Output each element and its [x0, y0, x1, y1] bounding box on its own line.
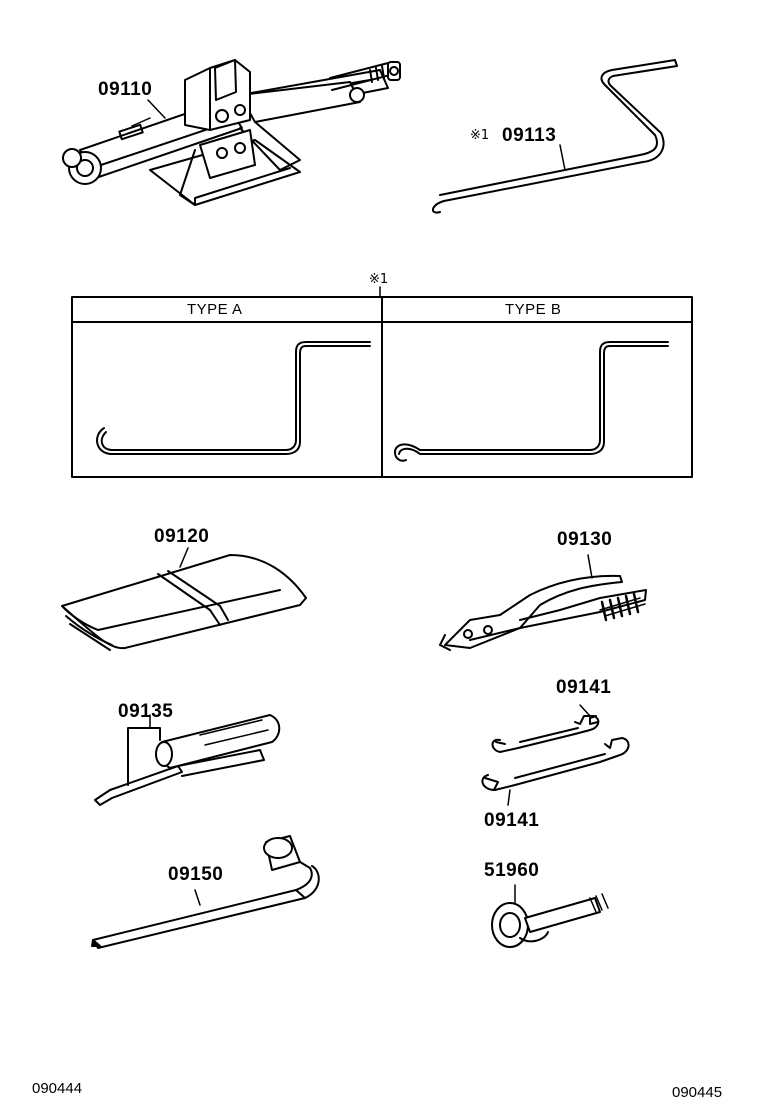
handle-type-table: [71, 286, 693, 478]
leader-09120: [179, 547, 189, 568]
leader-09110: [147, 99, 166, 119]
part-number-towing-eye: 51960: [484, 860, 540, 881]
wheel-wrench-drawing: [91, 835, 320, 949]
wrench-bottom-drawing: [481, 737, 630, 806]
ref-code-left: 090444: [32, 1080, 83, 1097]
leader-09150: [194, 889, 201, 906]
type-a-header: TYPE A: [187, 301, 243, 318]
part-number-jack: 09110: [98, 79, 153, 100]
part-number-tool-bag: 09120: [154, 526, 210, 547]
part-number-wheel-wrench: 09150: [168, 864, 224, 885]
wrench-top-drawing: [491, 704, 600, 753]
scissor-jack-drawing: [62, 59, 401, 206]
part-number-wrench-bottom: 09141: [484, 810, 540, 831]
ref-code-right: 090445: [672, 1084, 723, 1101]
note-mark-table: ※1: [369, 272, 389, 287]
part-number-handle: 09113: [502, 125, 557, 146]
part-number-screwdriver: 09135: [118, 701, 174, 722]
part-number-pliers: 09130: [557, 529, 613, 550]
note-mark-handle: ※1: [470, 128, 490, 143]
leader-09113: [559, 144, 566, 171]
towing-eye-drawing: [491, 893, 609, 948]
tool-bag-drawing: [61, 554, 307, 651]
jack-handle-drawing: [432, 59, 678, 214]
pliers-drawing: [439, 574, 647, 651]
screwdriver-drawing: [94, 714, 281, 806]
leader-09130: [587, 554, 593, 579]
part-number-wrench-top: 09141: [556, 677, 612, 698]
type-b-header: TYPE B: [505, 301, 562, 318]
